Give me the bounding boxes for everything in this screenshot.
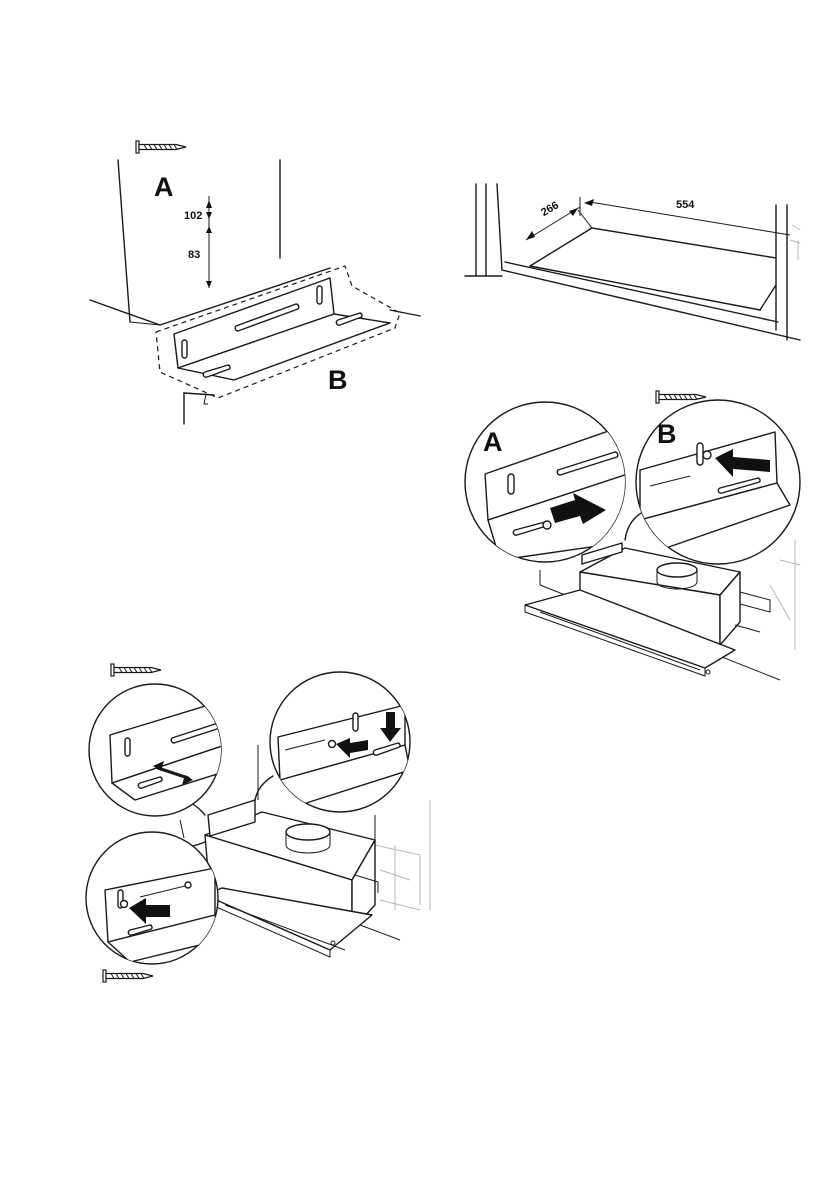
step3-label-a: A [483,427,503,457]
step1-wall-bracket [90,141,420,424]
step3-hood-mounting [465,391,800,680]
step3-label-b: B [657,419,677,449]
screw-icon [136,141,186,153]
step2-cabinet-cutout [465,184,800,340]
screw-icon [111,664,161,676]
step4-hood-adjustment [86,664,430,982]
step1-dim-bottom: 83 [188,249,200,261]
step1-label-a: A [154,172,174,202]
step2-dim-depth: 266 [539,199,561,219]
step1-dim-top: 102 [184,210,202,222]
screw-icon [103,970,153,982]
screw-icon [656,391,706,403]
step2-dim-width: 554 [676,199,695,211]
step1-label-b: B [328,365,348,395]
